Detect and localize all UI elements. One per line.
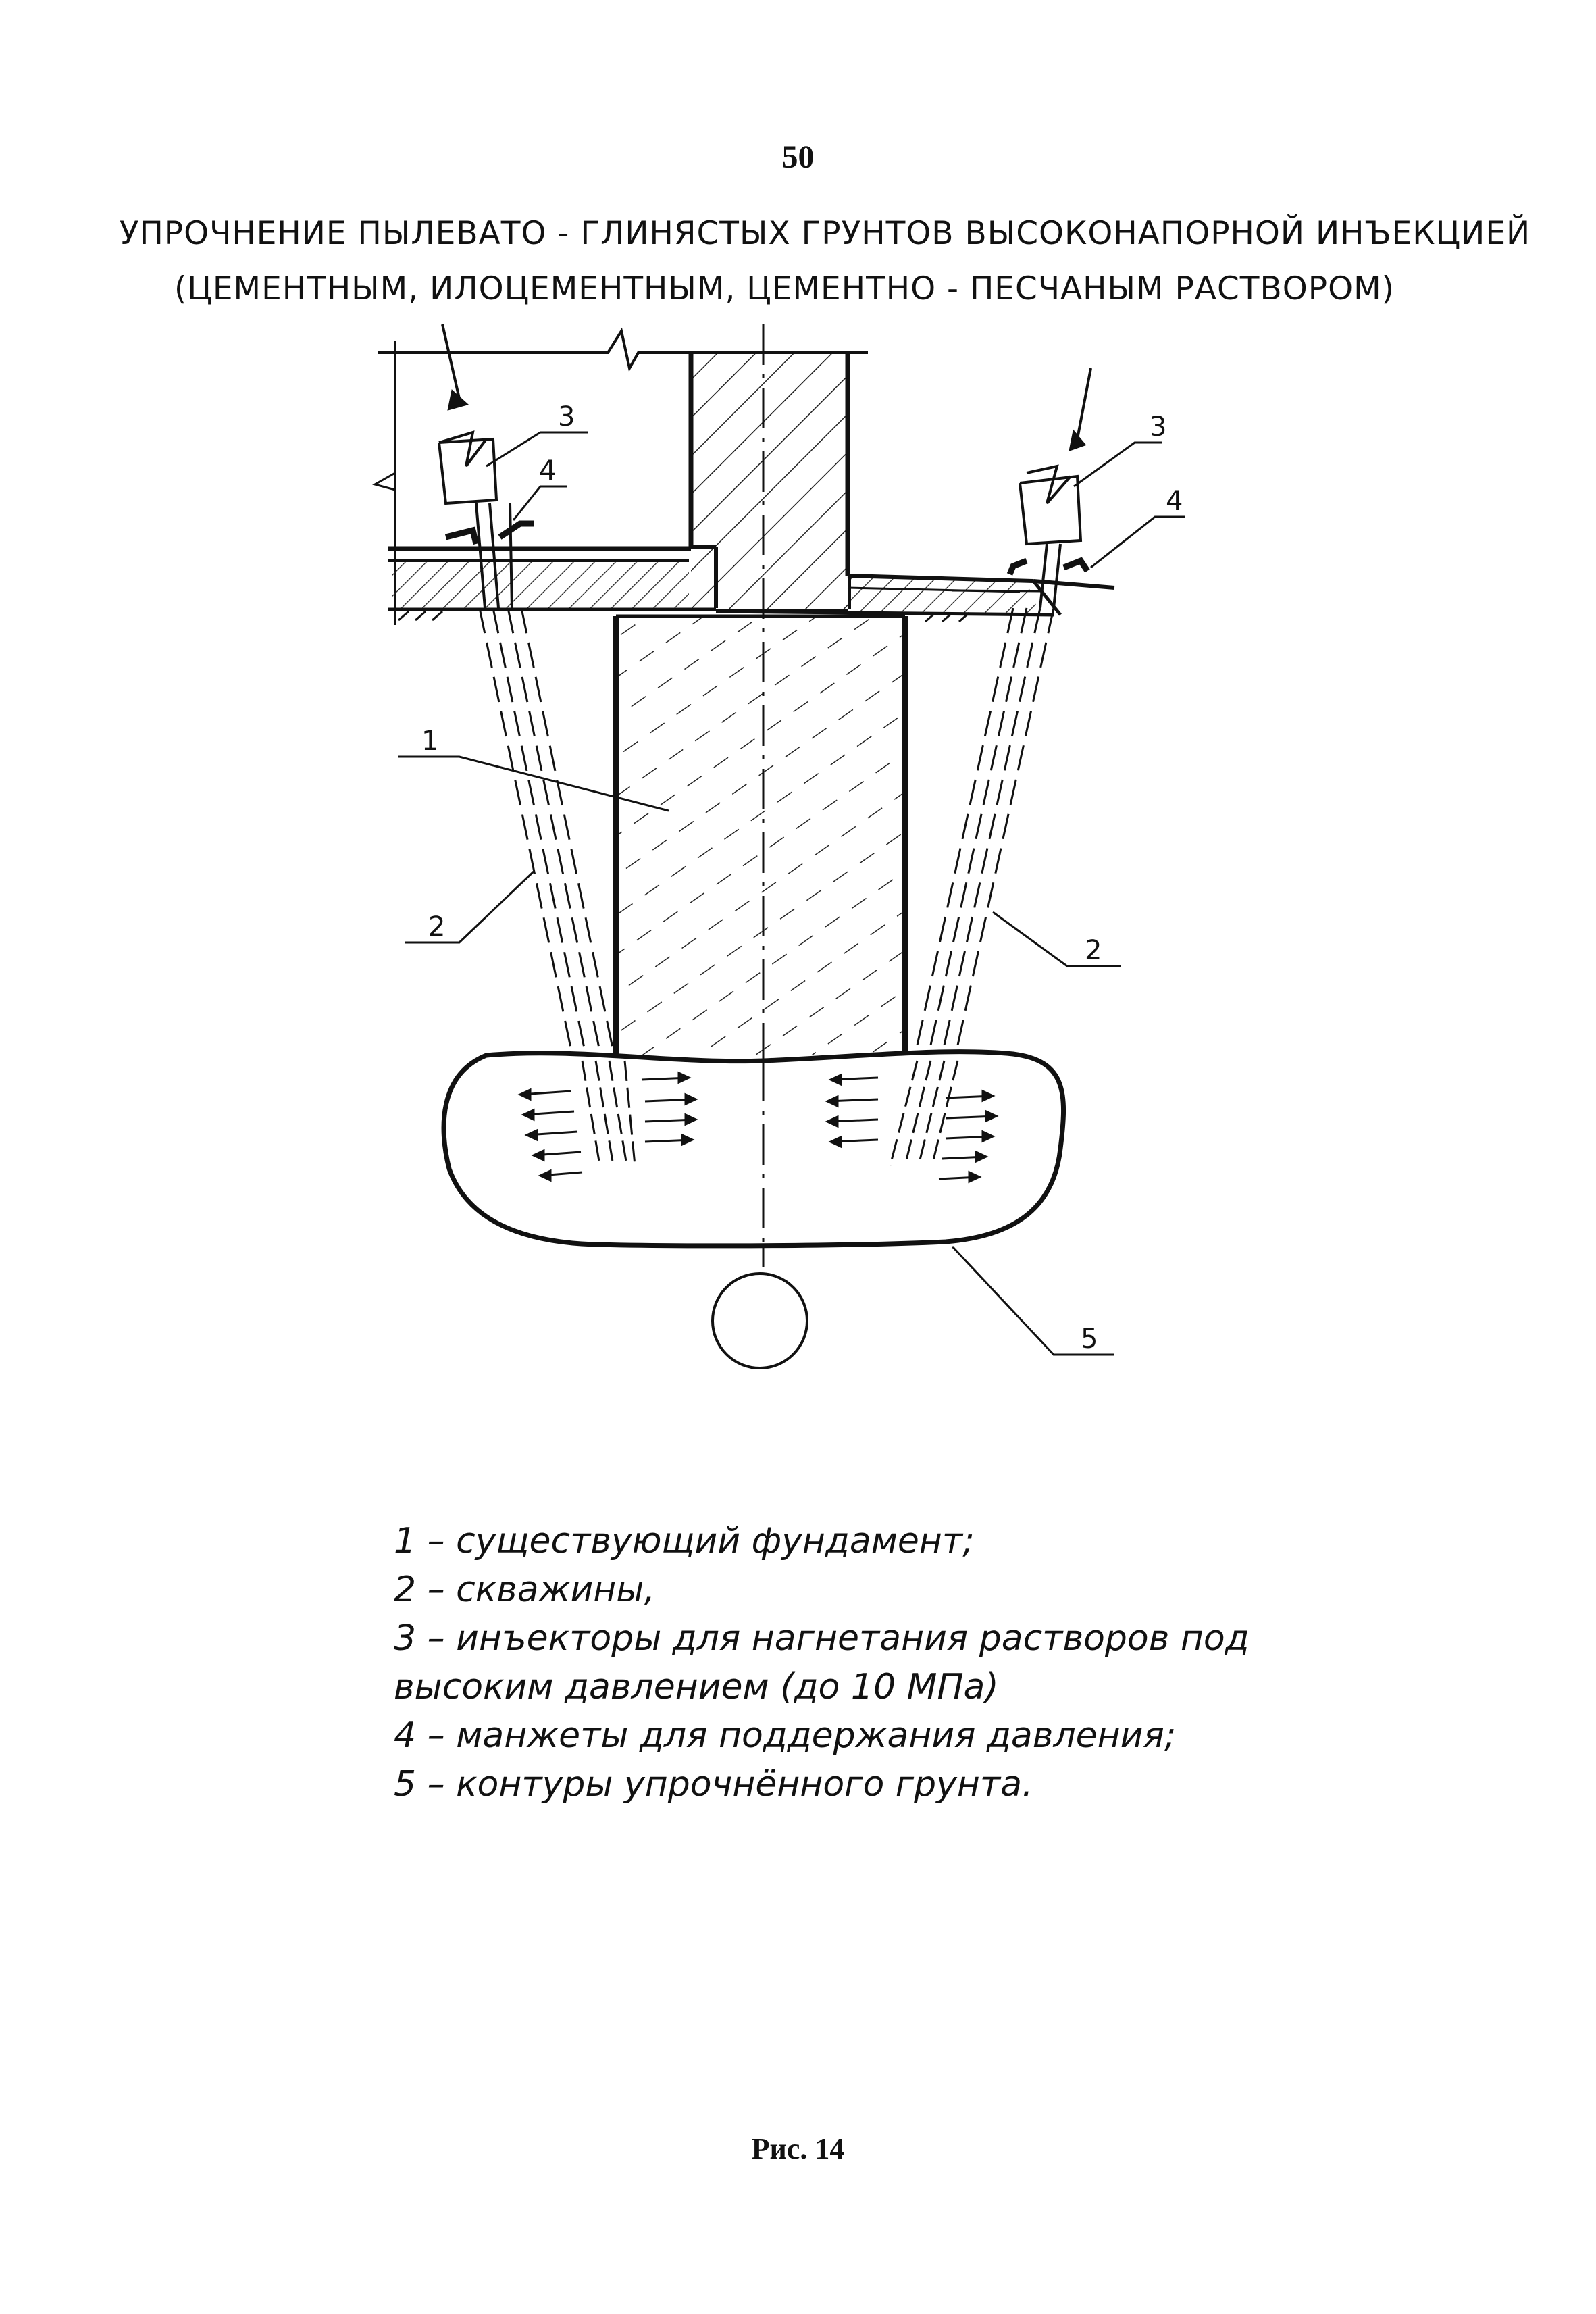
legend-item: 5 – контуры упрочнённого грунта.	[394, 1764, 1033, 1805]
figure-title-line-1: УПРОЧНЕНИЕ ПЫЛЕВАТО - ГЛИНЯСТЫХ ГРУНТОВ …	[119, 215, 1531, 252]
well-right-bottom	[889, 1060, 959, 1166]
callout-cuff-left: 4	[539, 455, 556, 486]
injector-right	[1019, 368, 1092, 609]
callout-well-left: 2	[428, 911, 445, 942]
existing-foundation	[613, 614, 908, 1055]
upper-wall	[372, 327, 868, 625]
strengthened-soil-contour	[441, 1049, 1066, 1249]
cuff-left	[444, 520, 534, 545]
injection-arrows	[517, 1071, 999, 1184]
callout-foundation: 1	[421, 726, 438, 757]
legend-item: 4 – манжеты для поддержания давления;	[394, 1715, 1177, 1756]
legend: 1 – существующий фундамент; 2 – скважины…	[394, 1517, 1250, 1809]
callout-injector-left: 3	[558, 401, 575, 432]
legend-item: 2 – скважины,	[394, 1569, 655, 1610]
callout-injector-right: 3	[1150, 411, 1166, 443]
injector-left	[438, 324, 513, 609]
page-number: 50	[781, 139, 815, 175]
callout-well-right: 2	[1085, 935, 1102, 966]
figure-caption: Рис. 14	[751, 2132, 845, 2165]
legend-item: высоким давлением (до 10 МПа)	[394, 1667, 999, 1707]
callout-cuff-right: 4	[1166, 486, 1183, 517]
legend-item: 3 – инъекторы для нагнетания растворов п…	[394, 1618, 1250, 1659]
axis-marker-circle	[711, 1272, 808, 1369]
figure-title-line-2: (ЦЕМЕНТНЫМ, ИЛОЦЕМЕНТНЫМ, ЦЕМЕНТНО - ПЕС…	[174, 270, 1395, 307]
leader-lines	[398, 431, 1185, 1356]
well-left-bottom	[581, 1060, 636, 1166]
floor-slab	[388, 546, 1115, 617]
callout-soil-contour: 5	[1081, 1324, 1098, 1355]
legend-item: 1 – существующий фундамент;	[394, 1521, 975, 1561]
cuff-right	[1006, 557, 1090, 576]
ground-surface	[398, 610, 970, 623]
